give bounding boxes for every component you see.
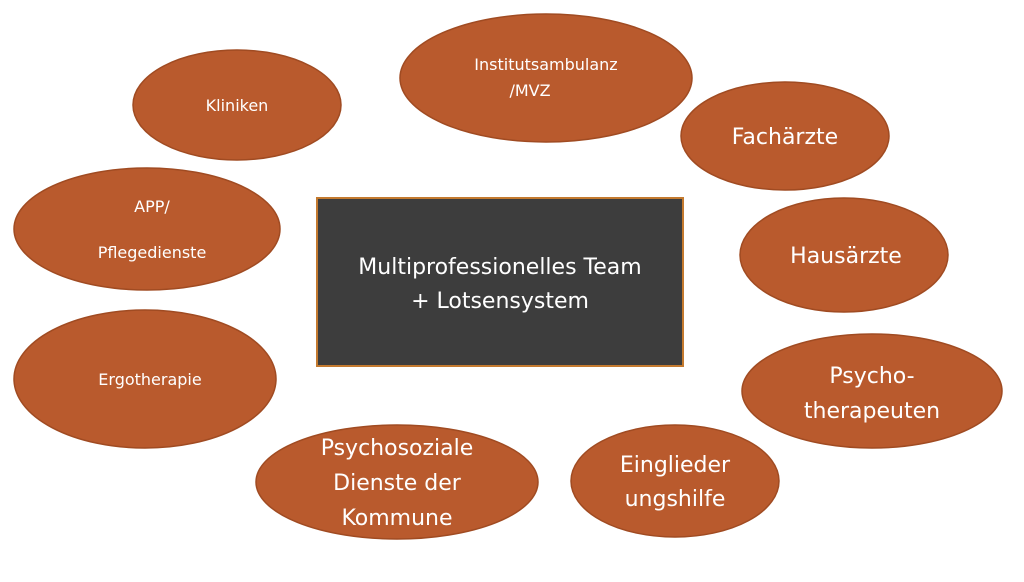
node-ergotherapie: Ergotherapie: [13, 309, 277, 449]
ellipse-shape: [13, 309, 277, 449]
node-label: Pflegedienste: [98, 243, 207, 262]
node-label: Dienste der: [333, 471, 462, 496]
node-institutsambulanz: Institutsambulanz /MVZ: [399, 13, 693, 143]
node-label: Hausärzte: [790, 244, 902, 269]
ellipse-shape: [132, 49, 342, 161]
ellipse-shape: [13, 167, 281, 291]
node-label: APP/: [134, 197, 170, 216]
center-title-line2: + Lotsensystem: [411, 289, 589, 314]
node-label: therapeuten: [804, 399, 940, 424]
center-box: Multiprofessionelles Team + Lotsensystem: [316, 197, 684, 367]
node-fachaerzte: Fachärzte: [680, 81, 890, 191]
node-psychosoziale-dienste: Psychosoziale Dienste der Kommune: [255, 424, 539, 540]
ellipse-shape: [741, 333, 1003, 449]
ellipse-shape: [255, 424, 539, 540]
node-label: Psycho-: [829, 364, 914, 389]
node-label: Einglieder: [620, 453, 731, 478]
node-hausaerzte: Hausärzte: [739, 197, 949, 313]
node-label: Fachärzte: [732, 125, 838, 150]
node-psychotherapeuten: Psycho- therapeuten: [741, 333, 1003, 449]
node-eingliederungshilfe: Einglieder ungshilfe: [570, 424, 780, 538]
node-kliniken: Kliniken: [132, 49, 342, 161]
node-app-pflegedienste: APP/ Pflegedienste: [13, 167, 281, 291]
ellipse-shape: [680, 81, 890, 191]
node-label: Psychosoziale: [321, 436, 474, 461]
node-label: ungshilfe: [625, 487, 726, 512]
center-rect: [316, 197, 684, 367]
center-title-line1: Multiprofessionelles Team: [358, 255, 641, 280]
node-label: Institutsambulanz: [474, 55, 617, 74]
node-label: /MVZ: [509, 81, 550, 100]
node-label: Kliniken: [206, 96, 269, 115]
ellipse-shape: [739, 197, 949, 313]
ellipse-shape: [399, 13, 693, 143]
ellipse-shape: [570, 424, 780, 538]
node-label: Ergotherapie: [98, 370, 201, 389]
node-label: Kommune: [341, 506, 452, 531]
